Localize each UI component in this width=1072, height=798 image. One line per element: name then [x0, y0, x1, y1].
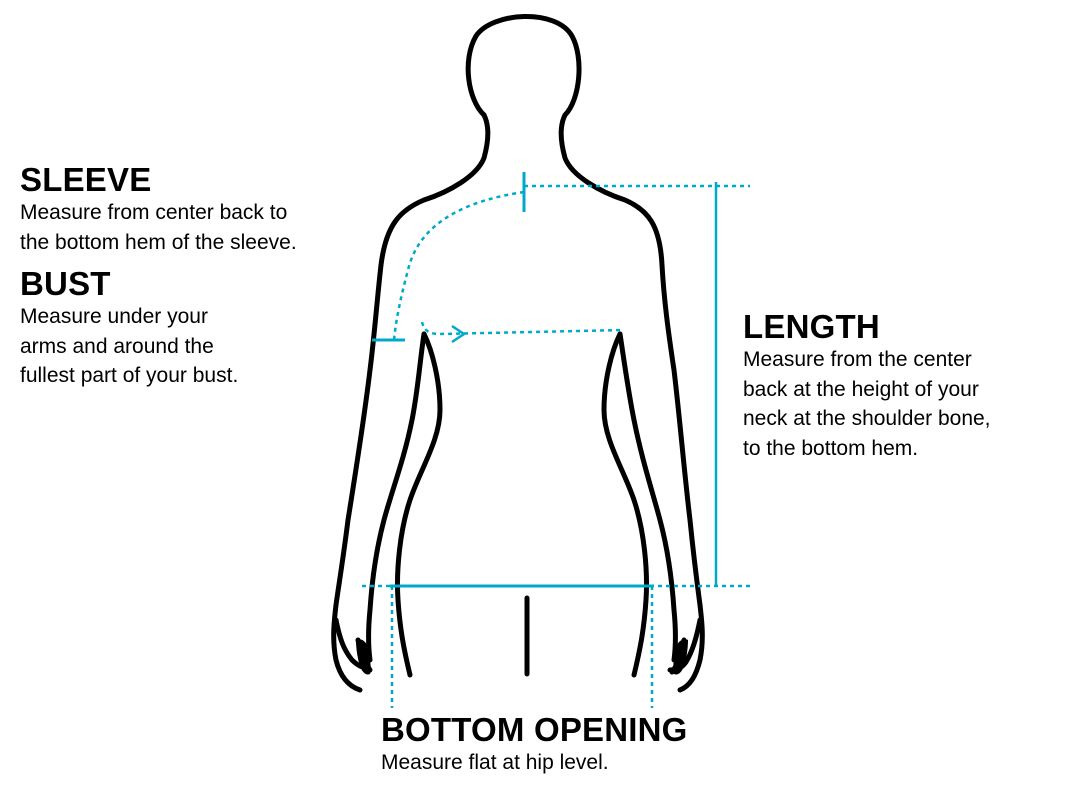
bust-label: BUST Measure under your arms and around … [20, 266, 360, 391]
bust-arrow [451, 324, 467, 344]
body-outline-left [331, 112, 491, 693]
bottom-opening-label: BOTTOM OPENING Measure flat at hip level… [381, 712, 801, 778]
body-silhouette [331, 14, 705, 693]
length-title: LENGTH [743, 308, 880, 345]
bust-description: Measure under your arms and around the f… [20, 305, 239, 387]
bottom-opening-description: Measure flat at hip level. [381, 751, 609, 774]
hand-fills [356, 639, 688, 675]
body-outline [465, 14, 705, 693]
left-inner-arm [366, 331, 427, 663]
sleeve-description: Measure from center back to the bottom h… [20, 201, 297, 254]
measurement-guides [362, 172, 750, 708]
right-inner-arm [617, 331, 678, 663]
right-inner-torso [601, 331, 649, 678]
sleeve-measure-line [392, 190, 525, 341]
bust-measure-line [420, 321, 625, 336]
sleeve-label: SLEEVE Measure from center back to the b… [20, 162, 360, 257]
sleeve-title: SLEEVE [20, 161, 152, 198]
left-hand-fill [356, 639, 371, 675]
right-hand-fill [673, 639, 688, 675]
left-inner-torso [395, 331, 443, 678]
length-description: Measure from the center back at the heig… [743, 348, 991, 460]
length-label: LENGTH Measure from the center back at t… [743, 309, 1063, 463]
bottom-opening-title: BOTTOM OPENING [381, 711, 688, 748]
bust-title: BUST [20, 265, 111, 302]
